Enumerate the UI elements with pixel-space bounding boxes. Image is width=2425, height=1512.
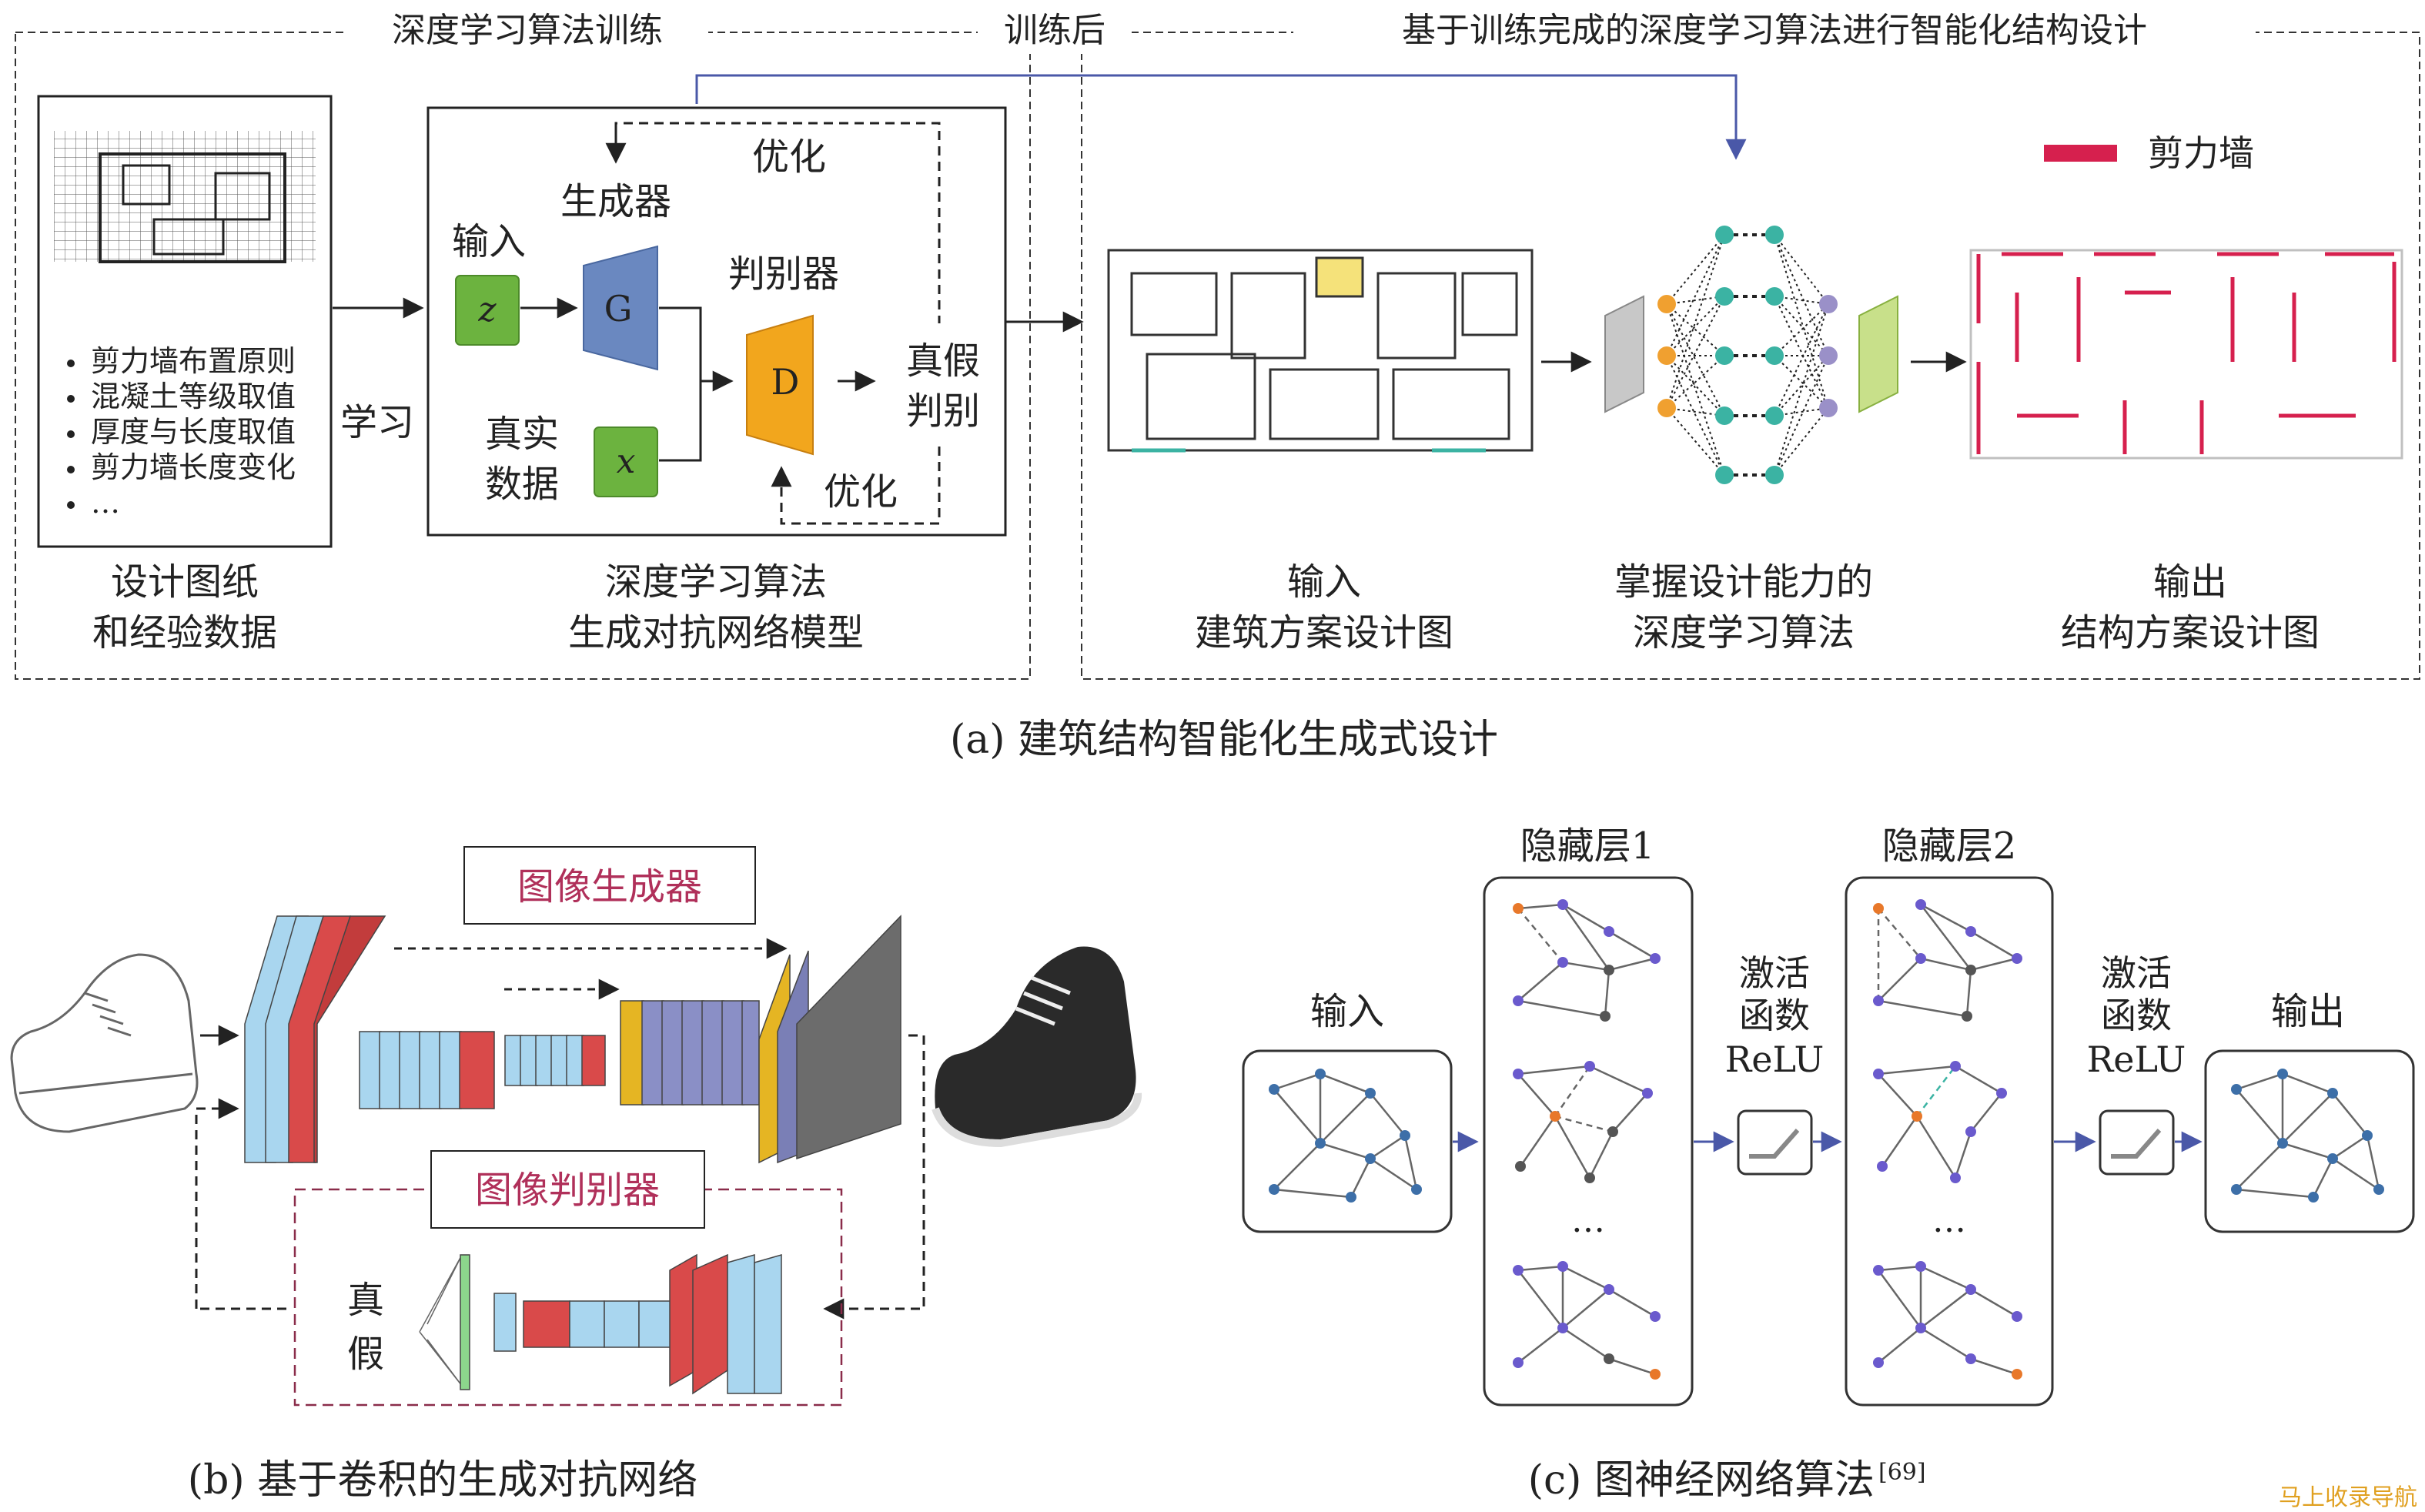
output-graph-box: [2204, 1049, 2415, 1233]
discriminator-block: [746, 314, 814, 456]
drawings-caption-line1: 设计图纸: [111, 560, 259, 604]
bullet-item: …: [91, 486, 120, 520]
hidden1-box: [1483, 876, 1694, 1407]
floor-plan-thumbnail: [54, 131, 316, 263]
d-symbol: D: [771, 361, 800, 403]
x-real-box: [594, 427, 658, 497]
bullet-item: 剪力墙长度变化: [91, 450, 296, 484]
structural-plan-output: [1969, 249, 2403, 460]
output-caption-line2: 结构方案设计图: [2061, 611, 2320, 654]
trained-model-arrow: [695, 74, 1747, 160]
activation2-line2: 函数: [2101, 995, 2172, 1036]
relu1-box: [1737, 1109, 1813, 1176]
learn-label: 学习: [340, 401, 414, 444]
hidden1-ellipsis: …: [1571, 1201, 1605, 1240]
panel-c: 输入 隐藏层1 … 激活 函数 ReLU 隐藏层2 … 激活 函数 ReLU: [1242, 825, 2415, 1504]
optimize-bottom-label: 优化: [824, 470, 898, 513]
g-symbol: G: [604, 288, 633, 329]
output-caption-line1: 输出: [2153, 560, 2227, 604]
drawings-caption-line2: 和经验数据: [92, 611, 277, 654]
real-fake-line1: 真假: [906, 340, 980, 383]
gan-caption-line1: 深度学习算法: [605, 560, 827, 604]
real-label: 真: [347, 1279, 384, 1322]
real-shoe: [932, 946, 1142, 1148]
legend-swatch-shear-wall: [2044, 145, 2117, 162]
legend-label: 剪力墙: [2148, 132, 2254, 174]
panel-c-caption: (c) 图神经网络算法: [1528, 1457, 1875, 1504]
section-train-label: 深度学习算法训练: [392, 11, 663, 50]
input-caption-line2: 建筑方案设计图: [1195, 611, 1453, 654]
input-label: 输入: [1310, 990, 1384, 1033]
section-after-label: 训练后: [1004, 11, 1105, 50]
output-layer-plane: [1858, 295, 1898, 413]
generator-label: 生成器: [560, 180, 671, 223]
hidden1-label: 隐藏层1: [1520, 825, 1655, 868]
hidden2-label: 隐藏层2: [1882, 825, 2017, 868]
generator-decoder: [620, 915, 901, 1164]
panel-b: 图像生成器 图像判别器 真 假 (b) 基于卷积的生成对抗网络: [10, 846, 1142, 1504]
input-label: 输入: [452, 220, 526, 263]
z-input-box: [455, 275, 520, 346]
gan-box: [426, 106, 1007, 537]
generator-label-box: [463, 846, 756, 925]
hidden2-ellipsis: …: [1932, 1201, 1966, 1240]
optimize-loop-bottom: [771, 447, 941, 525]
input-graph-box: [1242, 1049, 1453, 1233]
neural-network: [1604, 226, 1898, 484]
bullet-item: 剪力墙布置原则: [91, 344, 296, 378]
algo-caption-line2: 深度学习算法: [1633, 611, 1855, 654]
architectural-plan-input: [1107, 249, 1534, 453]
gan-caption-line2: 生成对抗网络模型: [568, 611, 864, 654]
input-layer-plane: [1604, 295, 1644, 413]
hidden2-box: [1845, 876, 2054, 1407]
relu2-icon: [2111, 1129, 2162, 1159]
discriminator-label: 图像判别器: [475, 1169, 660, 1212]
generator-label: 图像生成器: [517, 865, 702, 908]
activation2-line3: ReLU: [2087, 1039, 2186, 1080]
fake-label: 假: [347, 1333, 384, 1376]
relu2-box: [2099, 1109, 2175, 1176]
real-data-line1: 真实: [485, 413, 559, 456]
input-caption-line1: 输入: [1287, 560, 1361, 604]
panel-a-caption: (a) 建筑结构智能化生成式设计: [950, 717, 1498, 763]
discriminator-label-box: [430, 1150, 705, 1229]
real-data-line2: 数据: [485, 463, 559, 506]
generator-encoder: [244, 915, 606, 1163]
z-symbol: z: [477, 290, 497, 329]
real-fake-line2: 判别: [906, 390, 980, 433]
discriminator-cnn: [419, 1253, 782, 1395]
generator-block: [583, 245, 658, 371]
watermark: 马上收录导航: [2279, 1484, 2417, 1511]
x-symbol: x: [617, 442, 636, 481]
bullet-item: 厚度与长度取值: [91, 415, 296, 449]
panel-c-caption-ref: [69]: [1878, 1459, 1926, 1486]
activation1-line1: 激活: [1739, 952, 1810, 994]
discriminator-label: 判别器: [728, 253, 839, 296]
output-label: 输出: [2271, 990, 2345, 1033]
panel-b-caption: (b) 基于卷积的生成对抗网络: [188, 1457, 697, 1504]
activation2-line1: 激活: [2101, 952, 2172, 994]
bullet-item: 混凝土等级取值: [91, 380, 296, 413]
algo-caption-line1: 掌握设计能力的: [1614, 560, 1873, 604]
activation1-line3: ReLU: [1725, 1039, 1825, 1080]
sketch-shoe: [10, 953, 199, 1133]
relu1-icon: [1749, 1129, 1800, 1159]
section-design-label: 基于训练完成的深度学习算法进行智能化结构设计: [1402, 11, 2147, 50]
activation1-line2: 函数: [1739, 995, 1810, 1036]
optimize-top-label: 优化: [752, 135, 826, 179]
panel-a: 深度学习算法训练 训练后 基于训练完成的深度学习算法进行智能化结构设计 剪力墙布…: [15, 11, 2420, 763]
bullet-list: 剪力墙布置原则 混凝土等级取值 厚度与长度取值 剪力墙长度变化 …: [67, 344, 296, 520]
